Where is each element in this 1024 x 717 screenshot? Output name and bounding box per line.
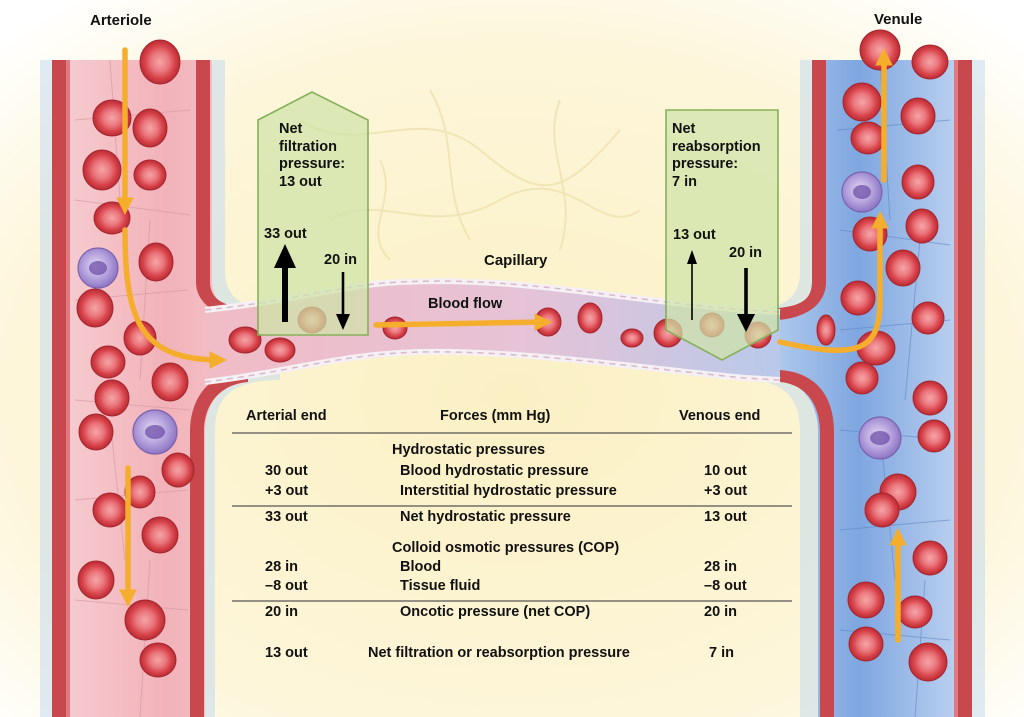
colloid-section-title: Colloid osmotic pressures (COP) [392,540,620,556]
filtration-title-line: 13 out [279,173,322,190]
table-row-net-hydrostatic: 33 out Net hydrostatic pressure 13 out [0,509,1024,529]
section-title-row: Hydrostatic pressures [0,442,1024,462]
section-title-row: Colloid osmotic pressures (COP) [0,540,1024,560]
reabsorption-title-line: pressure: [672,156,739,172]
table-row: 30 out Blood hydrostatic pressure 10 out [0,463,1024,483]
blood-flow-label: Blood flow [428,296,503,312]
reabsorption-title-line: 7 in [672,173,697,190]
reabsorption-in-arrowhead [737,314,755,332]
header-forces: Forces (mm Hg) [440,408,551,424]
force-name: Blood hydrostatic pressure [400,463,589,479]
arteriole-to-capillary-arrow [122,227,228,369]
venous-value: 10 out [704,463,747,479]
force-name: Net hydrostatic pressure [400,509,571,525]
filtration-pressure-box [257,91,369,336]
force-name: Oncotic pressure (net COP) [400,604,591,620]
filtration-title-line: pressure: [279,156,346,172]
filtration-out-arrowhead [274,244,296,268]
reabsorption-pressure-box [665,109,779,361]
white-blood-cells [77,171,902,460]
force-name: Net filtration or reabsorption pressure [368,645,630,661]
arterial-value: 30 out [265,463,308,479]
force-name: Interstitial hydrostatic pressure [400,483,617,499]
venous-value: 7 in [709,645,734,661]
table-row-net-cop: 20 in Oncotic pressure (net COP) 20 in [0,604,1024,624]
filtration-box-title: Net filtration pressure: 13 out [279,121,369,191]
venous-value: –8 out [704,578,747,594]
table-header-row: Arterial end Forces (mm Hg) Venous end [0,408,1024,428]
filtration-in-label: 20 in [324,252,358,268]
blood-flow-arrows [116,47,907,643]
filtration-in-arrowhead [336,314,350,330]
capillary-label: Capillary [484,252,548,269]
venous-value: 13 out [704,509,747,525]
table-row: –8 out Tissue fluid –8 out [0,578,1024,598]
arterial-value: 13 out [265,645,308,661]
table-rules [232,432,792,602]
force-name: Blood [400,559,442,575]
venous-value: 20 in [704,604,738,620]
filtration-title-line: Net [279,121,303,137]
force-name: Tissue fluid [400,578,481,594]
venous-value: 28 in [704,559,738,575]
capillary-flow-arrow [373,313,553,331]
reabsorption-out-label: 13 out [673,227,716,243]
reabsorption-title-line: reabsorption [672,138,761,155]
filtration-out-label: 33 out [264,226,307,242]
filtration-title-line: filtration [279,138,337,155]
header-venous-end: Venous end [679,408,761,424]
venule-label: Venule [874,11,923,28]
reabsorption-title-line: Net [672,121,696,137]
arterial-value: +3 out [265,483,309,499]
arterial-value: –8 out [265,578,308,594]
table-row: 28 in Blood 28 in [0,559,1024,579]
table-row-final: 13 out Net filtration or reabsorption pr… [0,645,1024,665]
reabsorption-box-title: Net reabsorption pressure: 7 in [672,121,782,191]
reabsorption-in-label: 20 in [729,245,763,261]
arterial-value: 33 out [265,509,308,525]
hydrostatic-section-title: Hydrostatic pressures [392,442,546,458]
table-row: +3 out Interstitial hydrostatic pressure… [0,483,1024,503]
arterial-value: 28 in [265,559,299,575]
arteriole-label: Arteriole [90,12,152,29]
header-arterial-end: Arterial end [246,408,327,424]
capillary-to-venule-arrow [777,210,889,354]
arterial-value: 20 in [265,604,299,620]
reabsorption-out-arrowhead [687,250,697,264]
venous-value: +3 out [704,483,748,499]
